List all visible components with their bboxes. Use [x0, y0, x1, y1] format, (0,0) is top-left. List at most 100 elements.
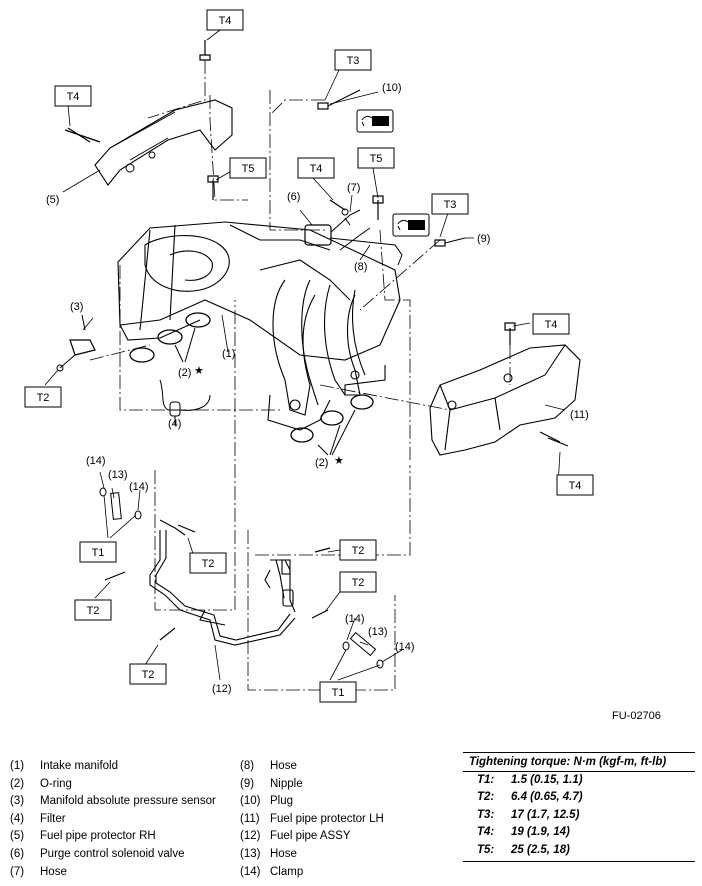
legend-part-name: Hose	[270, 847, 297, 860]
torque-tag-label: T4	[545, 319, 558, 331]
purge-solenoid-valve	[304, 208, 403, 266]
star-mark: ★	[334, 455, 344, 467]
callout-label: (14)	[129, 481, 149, 493]
legend-row: (3)Manifold absolute pressure sensor	[10, 793, 216, 811]
special-tool-icons	[356, 109, 430, 237]
special-tool-fills	[361, 115, 425, 231]
legend-row: (6) Purge control solenoid valve	[10, 846, 216, 864]
legend-number: (11)	[240, 812, 260, 825]
torque-table: Tightening torque: N·m (kgf-m, ft-lb) T1…	[463, 752, 695, 863]
callout-label: (7)	[347, 182, 360, 194]
legend-part-name: Intake manifold	[40, 760, 118, 772]
callout-label: (5)	[46, 194, 59, 206]
torque-key: T2:	[477, 791, 495, 804]
callout-label: (14)	[345, 613, 365, 625]
legend-part-name: Clamp	[270, 865, 304, 878]
callout-label: (11)	[570, 409, 589, 421]
legend-row: (5) Fuel pipe protector RH	[10, 828, 216, 846]
torque-tag: T3	[334, 49, 372, 71]
torque-row: T3:17 (1.7, 12.5)	[463, 807, 695, 824]
torque-tag-label: T1	[332, 687, 345, 699]
torque-tag: T4	[297, 157, 335, 179]
dashed-guide-lines	[89, 60, 511, 691]
torque-row: T5: 25 (2.5, 18)	[463, 842, 695, 859]
legend-number: (6)	[10, 847, 25, 860]
legend-row: (7)Hose	[10, 864, 216, 882]
legend-row: (12)Fuel pipe ASSY	[240, 828, 384, 846]
filter	[159, 379, 211, 411]
torque-tag: T3	[431, 193, 469, 215]
callout-labels: (1)(2)(2)(3)(4)(5)(6)(7)(8)(9)(10)(11)(1…	[46, 82, 589, 695]
torque-tag-label: T2	[37, 392, 50, 404]
torque-key: T5:	[477, 843, 495, 856]
plug	[317, 102, 329, 110]
torque-tag-label: T5	[242, 163, 255, 175]
torque-tag-label: T1	[92, 547, 105, 559]
torque-tag: T2	[189, 552, 227, 574]
torque-tag-label: T3	[347, 55, 360, 67]
torque-tag: T5	[229, 157, 267, 179]
torque-tag: T2	[339, 571, 377, 593]
legend-row: (2) O-ring	[10, 776, 216, 794]
torque-tag-label: T2	[352, 545, 365, 557]
torque-table-title: Tightening torque: N·m (kgf-m, ft-lb)	[463, 752, 695, 772]
torque-table-bottom-rule	[463, 861, 695, 863]
legend-row: (8)Hose	[240, 758, 384, 776]
fuel-pipe-assy	[149, 519, 296, 646]
tag-leaders	[44, 29, 561, 666]
callout-label: (3)	[70, 301, 83, 313]
bolts	[67, 40, 569, 641]
legend-number: (10)	[240, 795, 261, 808]
torque-tag: T1	[79, 541, 117, 563]
legend-part-name: Purge control solenoid valve	[40, 847, 185, 860]
fuel-pipe-protector-rh	[94, 99, 233, 186]
callout-label: (9)	[477, 233, 490, 245]
callout-label: (13)	[368, 626, 388, 638]
legend-number: (4)	[10, 812, 25, 825]
torque-tag: T5	[357, 147, 395, 169]
legend-number: (5)	[10, 830, 25, 843]
legend-row: (4) Filter	[10, 811, 216, 829]
map-sensor	[69, 339, 96, 356]
torque-tag-label: T4	[219, 15, 232, 27]
legend-part-name: Fuel pipe protector RH	[40, 830, 156, 843]
legend-number: (2)	[10, 777, 25, 790]
callout-label: (6)	[287, 191, 300, 203]
torque-value: 6.4 (0.65, 4.7)	[511, 791, 583, 804]
callout-label: (4)	[168, 418, 181, 430]
torque-tag-label: T2	[202, 558, 215, 570]
parts-legend-right: (8)Hose(9)Nipple(10)Plug(11)Fuel pipe pr…	[240, 758, 384, 881]
callout-label: (1)	[222, 348, 235, 360]
torque-tag: T2	[24, 386, 62, 408]
legend-number: (7)	[10, 865, 25, 878]
legend-row: (13)Hose	[240, 846, 384, 864]
callout-label: (10)	[382, 82, 402, 94]
legend-number: (9)	[240, 777, 255, 790]
torque-tag: T1	[319, 681, 357, 703]
intake-manifold-body	[117, 221, 401, 431]
torque-table-rows: T1:1.5 (0.15, 1.1)T2:6.4 (0.65, 4.7)T3:1…	[463, 772, 695, 859]
torque-tag: T2	[339, 539, 377, 561]
torque-value: 25 (2.5, 18)	[511, 843, 570, 856]
torque-row: T4: 19 (1.9, 14)	[463, 824, 695, 841]
legend-part-name: O-ring	[40, 777, 72, 790]
callout-label: (14)	[86, 455, 106, 467]
legend-part-name: Filter	[40, 812, 66, 825]
torque-row: T1:1.5 (0.15, 1.1)	[463, 772, 695, 789]
torque-tag: T4	[556, 474, 594, 496]
torque-row: T2: 6.4 (0.65, 4.7)	[463, 789, 695, 806]
torque-key: T3:	[477, 808, 495, 821]
legend-number: (1)	[10, 760, 25, 772]
torque-key: T4:	[477, 826, 495, 839]
torque-value: 19 (1.9, 14)	[511, 826, 570, 839]
callout-label: (8)	[354, 261, 367, 273]
torque-tag-label: T5	[370, 153, 383, 165]
fuel-pipe-protector-lh	[429, 344, 581, 456]
legend-row: (10)Plug	[240, 793, 384, 811]
torque-tag-label: T2	[142, 669, 155, 681]
callout-label: (14)	[395, 641, 415, 653]
legend-row: (14)Clamp	[240, 864, 384, 882]
torque-value: 1.5 (0.15, 1.1)	[511, 774, 583, 786]
legend-row: (11)Fuel pipe protector LH	[240, 811, 384, 829]
